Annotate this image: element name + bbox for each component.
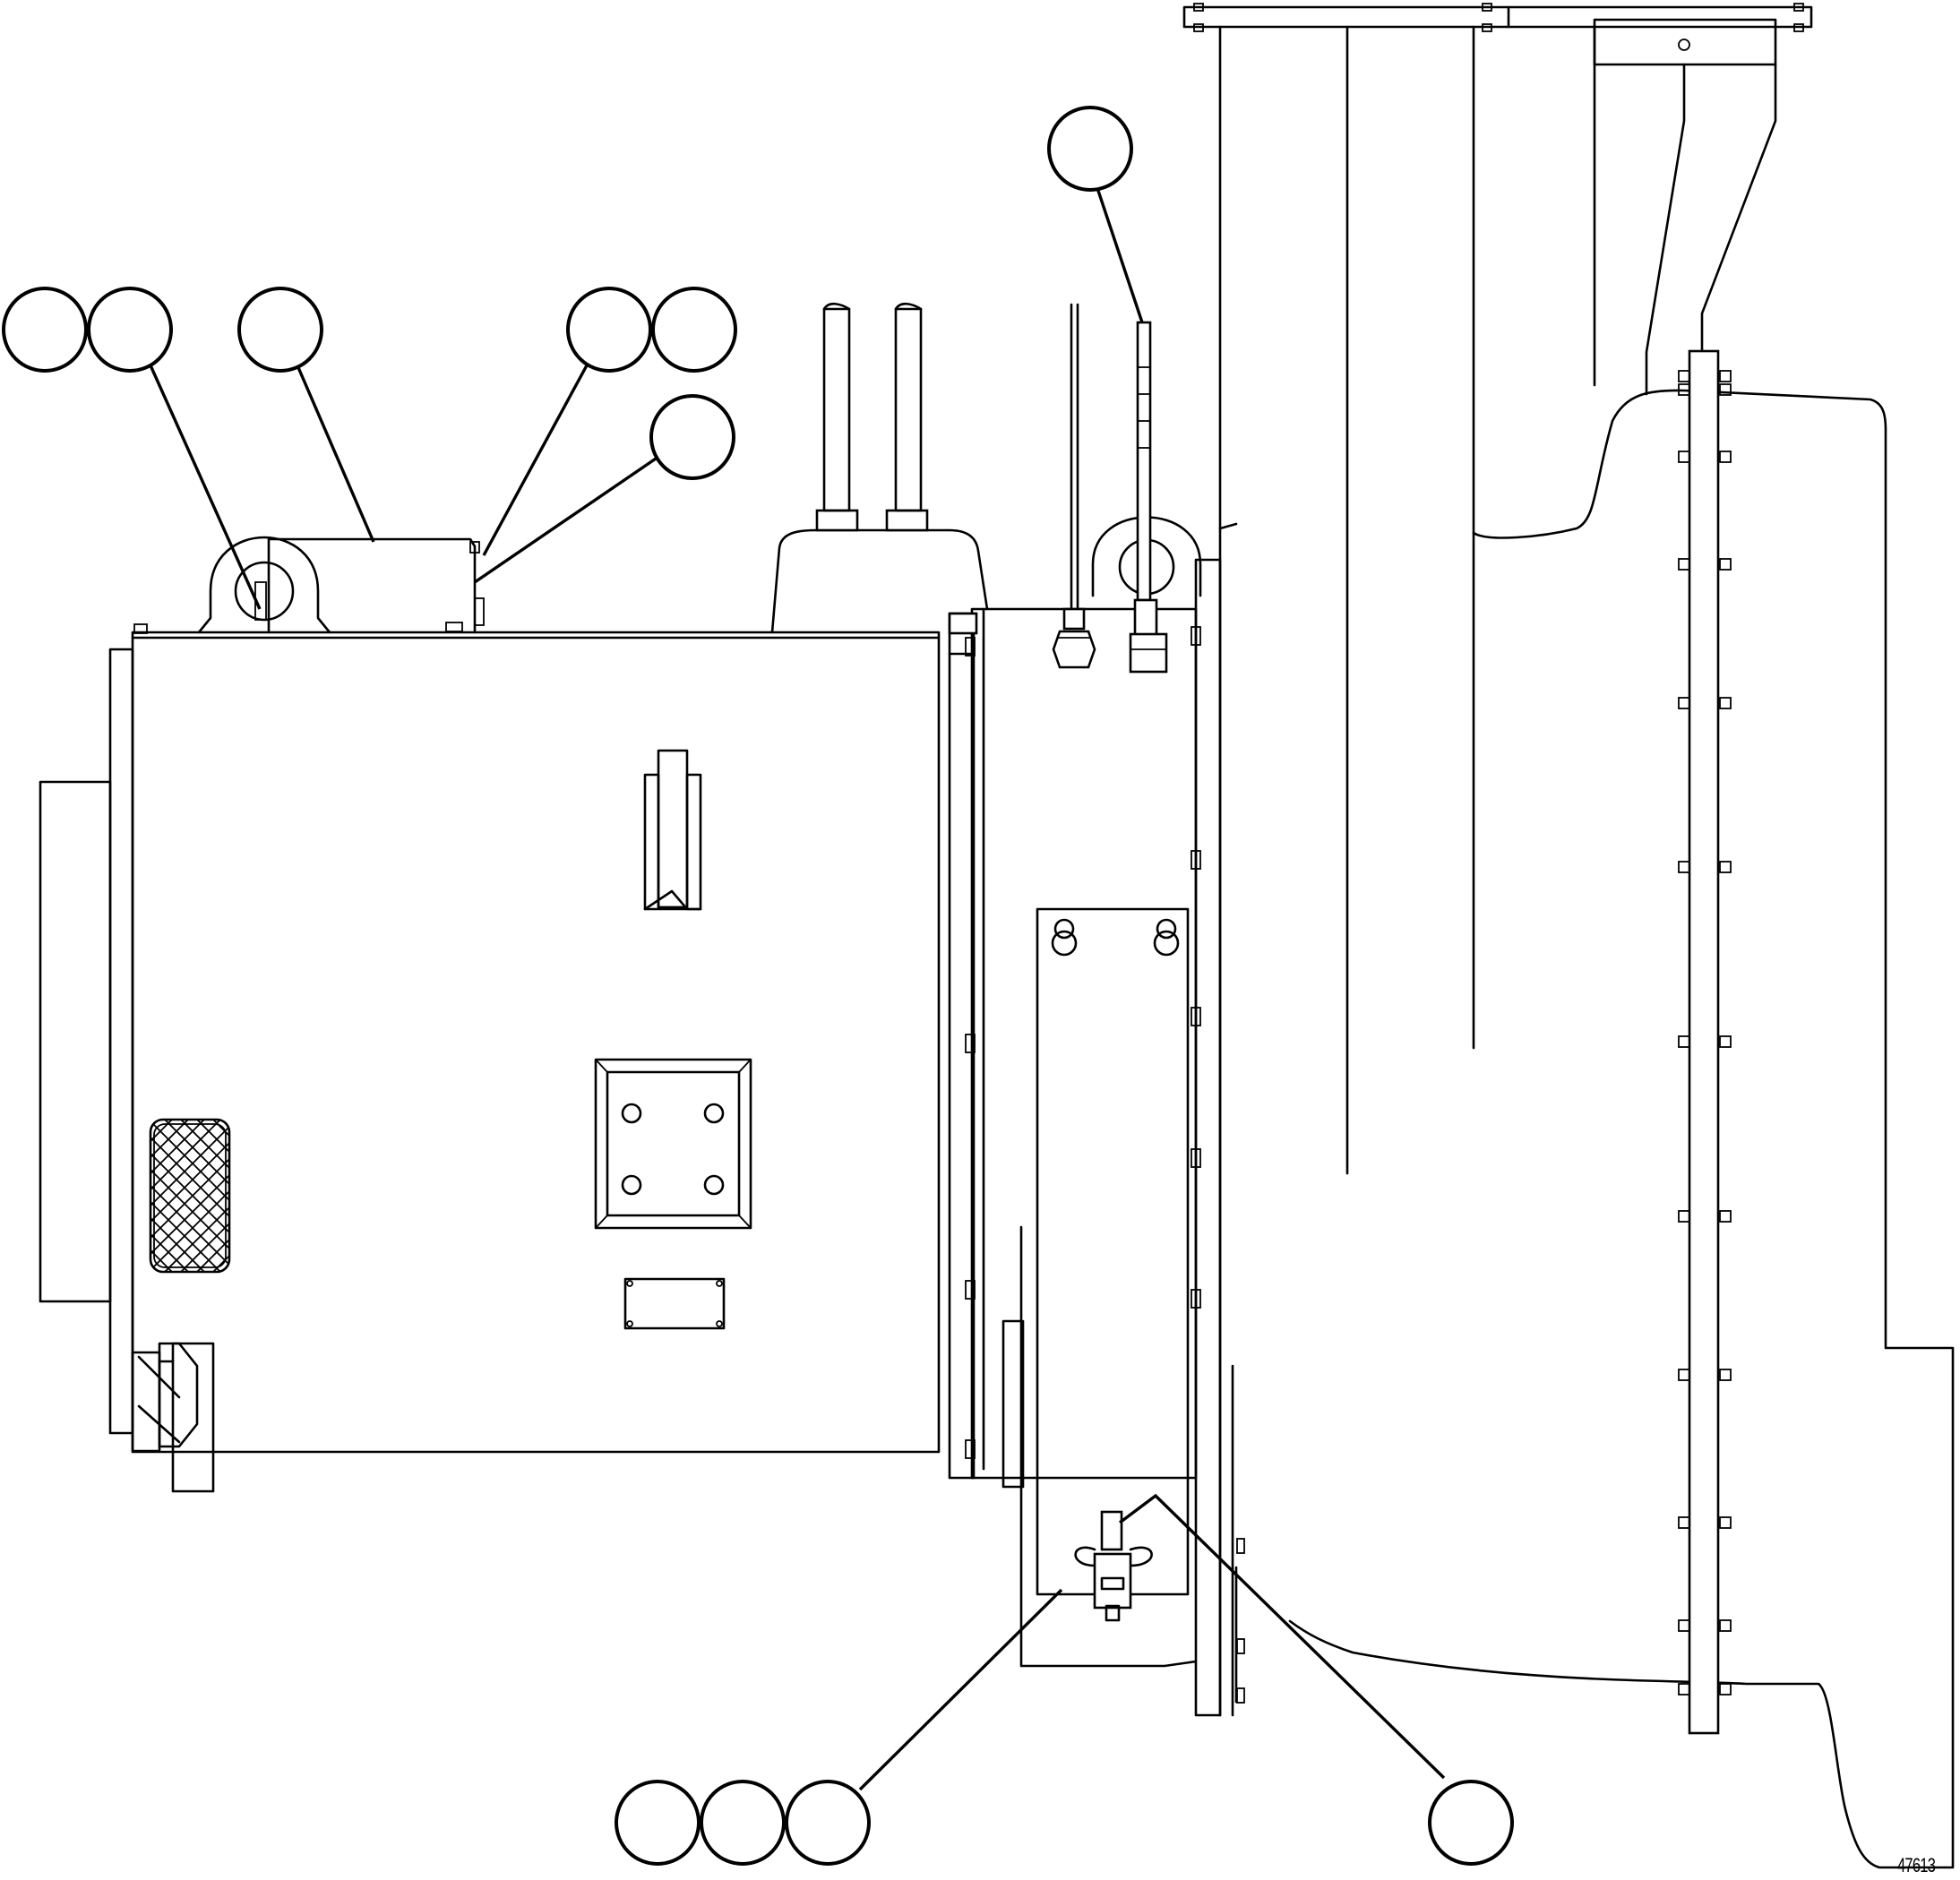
top-flange-bolts <box>1193 3 1804 32</box>
callout-2 <box>87 287 173 373</box>
leader-2 <box>149 365 262 610</box>
access-panel <box>1036 907 1190 1596</box>
callout-5 <box>651 287 737 373</box>
enclosure-body <box>131 631 941 1454</box>
leader-7 <box>1096 187 1144 323</box>
base-bracket <box>131 1342 215 1493</box>
figure-id: 47613 <box>1897 1854 1936 1876</box>
flange-bolt <box>1678 1619 1690 1632</box>
left-lifting-lug <box>197 536 331 634</box>
flange-bolt <box>1678 697 1690 709</box>
cable-gland-right <box>1129 321 1168 674</box>
flange-bolt <box>1678 1369 1690 1381</box>
flange-bolt <box>1719 558 1732 571</box>
callout-6 <box>649 394 735 480</box>
flange-bolt <box>1678 1210 1690 1223</box>
leader-4 <box>482 365 589 556</box>
flange-bolt <box>1719 861 1732 873</box>
leader-10 <box>858 1588 1063 1791</box>
main-enclosure <box>39 302 989 1493</box>
end-cover <box>39 780 112 1303</box>
callout-10 <box>785 1780 871 1866</box>
junction-section <box>948 303 1245 1717</box>
flange-bolt <box>1719 1683 1732 1695</box>
flange-bolt <box>1719 1516 1732 1529</box>
top-handle <box>643 749 702 911</box>
flange-bolt <box>1719 370 1732 382</box>
vent-grille <box>149 1118 231 1274</box>
cable-gland-left <box>1052 303 1096 669</box>
top-flange <box>1182 5 1813 29</box>
latch-handle <box>1074 1510 1153 1622</box>
panel-knob-right <box>1153 918 1180 957</box>
callout-7 <box>1047 106 1133 192</box>
leader-6 <box>474 455 659 584</box>
callout-1 <box>2 287 88 373</box>
duct-housing <box>1182 3 1955 1869</box>
junction-box <box>970 607 1198 1480</box>
leader-3 <box>296 365 375 543</box>
callout-9 <box>700 1780 786 1866</box>
callout-4 <box>566 287 652 373</box>
panel-knob-left <box>1051 918 1078 957</box>
callout-11 <box>1428 1780 1514 1866</box>
flange-bolt <box>1678 1516 1690 1529</box>
flange-bolt <box>1678 861 1690 873</box>
flange-bolt <box>1719 1210 1732 1223</box>
leader-11 <box>1118 1493 1446 1780</box>
bushing-cap <box>770 302 989 634</box>
left-column-tabs <box>965 626 1245 1704</box>
callout-8 <box>615 1780 701 1866</box>
flange-bolt <box>1719 1035 1732 1048</box>
flange-bolt <box>1719 697 1732 709</box>
side-flange-strip <box>1688 349 1720 1735</box>
flange-bolt <box>1678 1683 1690 1695</box>
flange-bolt <box>1678 451 1690 463</box>
nameplate <box>623 1277 726 1330</box>
top-terminal-box <box>267 537 485 634</box>
flange-bolt <box>1678 383 1690 396</box>
callout-3 <box>237 287 323 373</box>
flange-bolt <box>1678 370 1690 382</box>
mounting-plate <box>594 1058 752 1230</box>
flange-bolt <box>1719 451 1732 463</box>
flange-bolt <box>1678 1035 1690 1048</box>
flange-bolt <box>1678 558 1690 571</box>
flange-bolt <box>1719 1619 1732 1632</box>
side-flange-bolts <box>1678 370 1732 1695</box>
callouts <box>2 106 1514 1866</box>
flange-bolt <box>1719 383 1732 396</box>
flange-bolt <box>1719 1369 1732 1381</box>
